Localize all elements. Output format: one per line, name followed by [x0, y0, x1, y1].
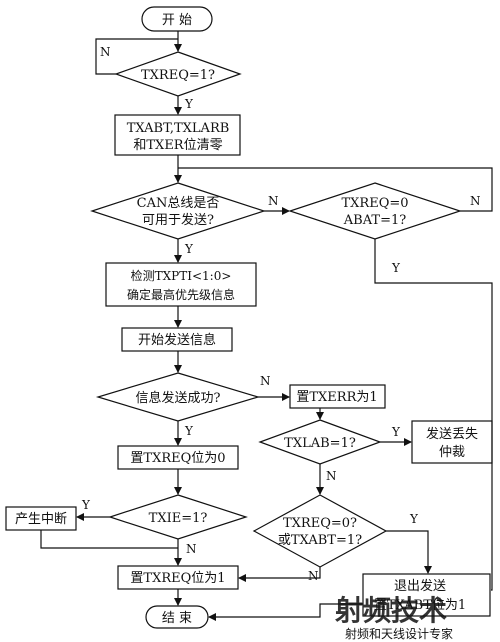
bus-free-decision: [90, 182, 266, 240]
branch-n-1: N: [100, 45, 111, 59]
branch-y-2: Y: [184, 242, 194, 256]
abort-check-label-1: TXREQ=0: [341, 196, 408, 211]
end-label: 结 束: [162, 611, 192, 626]
start-label: 开 始: [162, 13, 192, 28]
start-send-label: 开始发送信息: [138, 332, 216, 348]
branch-y-4: Y: [184, 424, 194, 438]
priority-label-1: 检测TXPTI<1:0>: [131, 268, 232, 283]
branch-n-7: N: [308, 569, 319, 583]
branch-y-7: Y: [409, 512, 419, 526]
svg-text:射频技术: 射频技术: [334, 594, 447, 627]
watermark-logo: 射频技术 射频和天线设计专家: [334, 594, 453, 641]
priority-box: [105, 262, 257, 307]
branch-n-6: N: [186, 542, 197, 556]
bus-free-label-1: CAN总线是否: [137, 196, 220, 211]
send-ok-label: 信息发送成功?: [136, 390, 221, 406]
txreq-or-abt-label-2: 或TXABT=1?: [278, 533, 362, 548]
branch-y-5: Y: [391, 425, 401, 439]
branch-n-4: N: [260, 374, 271, 388]
start-send-box: [121, 327, 233, 352]
branch-n-2: N: [268, 194, 279, 208]
txreq-or-abt-label-1: TXREQ=0?: [283, 516, 357, 531]
clear-bits-label-1: TXABT,TXLARB: [127, 121, 230, 136]
branch-n-5: N: [326, 469, 337, 483]
start-terminal: [141, 6, 213, 32]
txreq-or-abt-decision: [252, 494, 388, 568]
exit-label-1: 退出发送: [394, 578, 446, 594]
branch-n-3: N: [470, 194, 481, 208]
clear-bits-label-2: 和TXER位清零: [133, 138, 222, 153]
abort-check-label-2: ABAT=1?: [343, 213, 406, 228]
abort-decision: [288, 182, 462, 240]
exit-box: [362, 573, 491, 617]
interrupt-label: 产生中断: [15, 512, 67, 527]
txie-check-label: TXIE=1?: [149, 511, 208, 526]
arb-lost-label-2: 仲裁: [439, 444, 465, 460]
set-txerr-label: 置TXERR为1: [296, 390, 377, 405]
txlab-check-label: TXLAB=1?: [284, 436, 356, 451]
set-txreq0-label: 置TXREQ位为0: [130, 451, 225, 466]
svg-text:射频和天线设计专家: 射频和天线设计专家: [345, 626, 453, 641]
set-txerr-box: [289, 384, 386, 409]
priority-label-2: 确定最高优先级信息: [127, 287, 235, 302]
connectors: [40, 31, 493, 621]
branch-y-6: Y: [81, 498, 91, 512]
set-txreq1-label: 置TXREQ位为1: [130, 571, 225, 586]
arb-lost-label-1: 发送丢失: [426, 426, 478, 442]
txreq-check-label: TXREQ=1?: [141, 68, 215, 83]
branch-y-1: Y: [184, 97, 194, 111]
bus-free-label-2: 可用于发送?: [142, 212, 214, 228]
exit-label-2: 置TXABT位为1: [374, 598, 466, 613]
branch-y-3: Y: [391, 261, 401, 275]
